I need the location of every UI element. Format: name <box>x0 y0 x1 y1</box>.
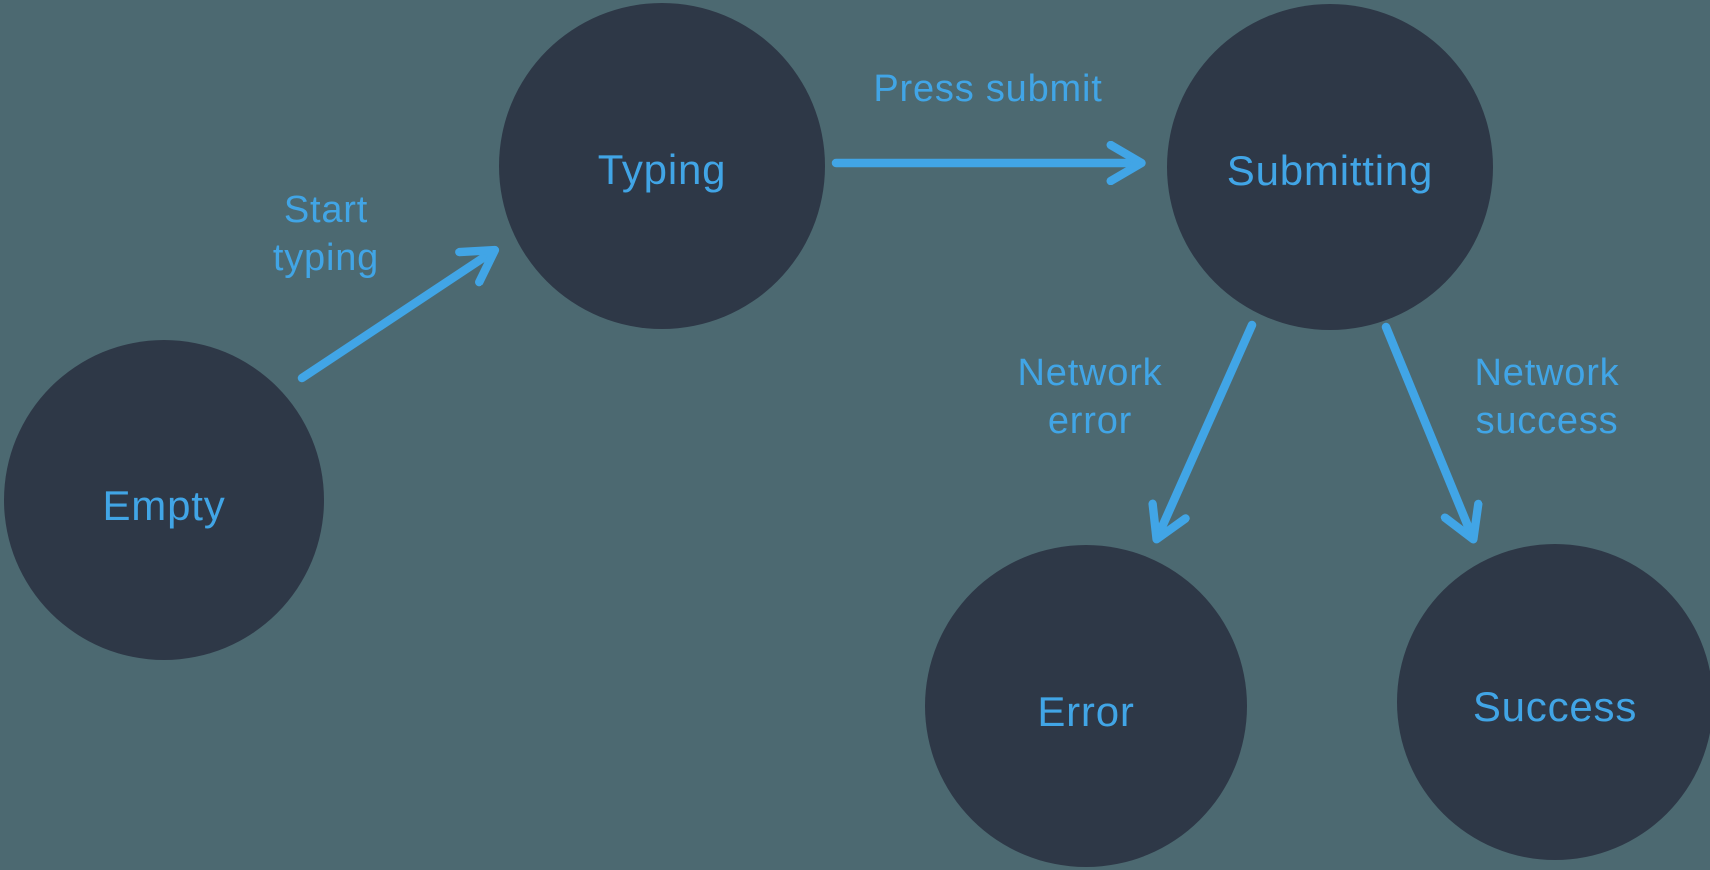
state-label: Typing <box>598 146 727 193</box>
transition-label: Network <box>1018 352 1163 394</box>
state-circle <box>925 545 1247 867</box>
state-label: Success <box>1473 683 1637 730</box>
transition-label: Press submit <box>873 68 1102 110</box>
state-node-empty: Empty <box>4 340 324 660</box>
transition-label: error <box>1048 400 1132 442</box>
state-node-success: Success <box>1397 544 1710 860</box>
state-node-error: Error <box>925 545 1247 867</box>
state-label: Submitting <box>1227 147 1433 194</box>
transition-label: Network <box>1475 352 1620 394</box>
state-circle <box>499 3 825 329</box>
state-label: Error <box>1037 688 1134 735</box>
state-label: Empty <box>102 482 225 529</box>
arrow-network-error <box>1158 320 1257 536</box>
arrow-network-success <box>1381 322 1472 536</box>
transition-start-typing: Start typing <box>273 189 492 383</box>
state-node-typing: Typing <box>499 3 825 329</box>
transition-network-error: Network error <box>1018 320 1257 536</box>
state-circle <box>4 340 324 660</box>
state-circle <box>1167 4 1493 330</box>
arrow-start-typing <box>297 252 492 383</box>
transition-network-success: Network success <box>1381 322 1620 536</box>
transition-label: success <box>1476 400 1619 442</box>
transition-label: Start <box>284 189 368 231</box>
state-node-submitting: Submitting <box>1167 4 1493 330</box>
transition-press-submit: Press submit <box>831 68 1138 163</box>
transition-label: typing <box>273 237 379 279</box>
state-circle <box>1397 544 1710 860</box>
